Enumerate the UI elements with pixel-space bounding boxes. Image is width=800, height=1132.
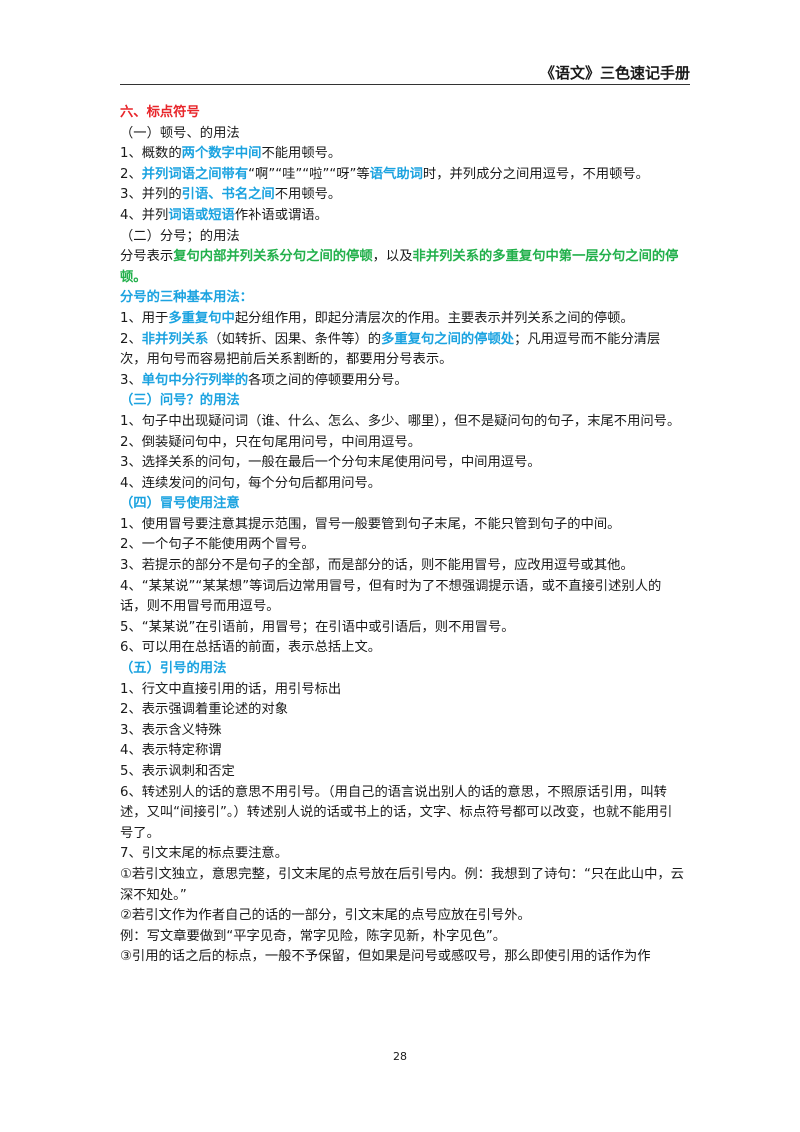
text-run: ②若引文作为作者自己的话的一部分，引文末尾的点号应放在引号外。: [120, 908, 531, 924]
text-run: 6、转述别人的话的意思不用引号。（用自己的语言说出别人的话的意思，不照原话引用，…: [120, 784, 673, 841]
text-run: 3、: [120, 372, 142, 388]
text-line: （一）顿号、的用法: [120, 124, 685, 145]
text-run: （如转折、因果、条件等）的: [208, 331, 382, 347]
text-run: （一）顿号、的用法: [120, 125, 240, 141]
text-line: 4、表示特定称谓: [120, 741, 685, 762]
text-line: 3、并列的引语、书名之间不用顿号。: [120, 185, 685, 206]
text-line: 1、行文中直接引用的话，用引号标出: [120, 680, 685, 701]
text-run: 不用顿号。: [274, 187, 342, 203]
page-number: 28: [393, 1050, 407, 1063]
header-title: 《语文》三色速记手册: [539, 64, 690, 82]
text-line: （三）问号？的用法: [120, 391, 685, 412]
text-run: 3、选择关系的问句，一般在最后一个分句末尾使用问号，中间用逗号。: [120, 455, 541, 471]
text-run: 作补语或谓语。: [234, 207, 328, 223]
text-line: （二）分号；的用法: [120, 227, 685, 248]
text-run: 3、表示含义特殊: [120, 722, 222, 738]
text-run: 1、概数的: [120, 146, 182, 162]
text-run: 4、“某某说”“某某想”等词后边常用冒号，但有时为了不想强调提示语，或不直接引述…: [120, 578, 662, 615]
text-run: 4、并列: [120, 207, 169, 223]
text-run: 复句内部并列关系分句之间的停顿: [173, 249, 373, 265]
text-run: 2、一个句子不能使用两个冒号。: [120, 537, 315, 553]
header-rule: [120, 84, 690, 85]
text-line: 3、选择关系的问句，一般在最后一个分句末尾使用问号，中间用逗号。: [120, 453, 685, 474]
text-run: 引语、书名之间: [181, 187, 275, 203]
text-run: 多重复句之间的停顿处: [381, 331, 515, 347]
text-line: ②若引文作为作者自己的话的一部分，引文末尾的点号应放在引号外。: [120, 906, 685, 927]
text-line: 3、若提示的部分不是句子的全部，而是部分的话，则不能用冒号，应改用逗号或其他。: [120, 556, 685, 577]
text-run: 分号的三种基本用法：: [120, 290, 253, 306]
text-run: 两个数字中间: [181, 146, 262, 162]
text-line: 例：写文章要做到“平字见奇，常字见险，陈字见新，朴字见色”。: [120, 927, 685, 948]
text-run: （四）冒号使用注意: [120, 496, 240, 512]
text-line: （五）引号的用法: [120, 659, 685, 680]
text-line: 2、一个句子不能使用两个冒号。: [120, 535, 685, 556]
text-line: 4、并列词语或短语作补语或谓语。: [120, 206, 685, 227]
text-run: 2、倒装疑问句中，只在句尾用问号，中间用逗号。: [120, 434, 421, 450]
text-run: 并列词语之间带有: [141, 166, 249, 182]
text-run: 1、行文中直接引用的话，用引号标出: [120, 681, 342, 697]
text-run: 2、表示强调着重论述的对象: [120, 702, 289, 718]
text-line: 2、倒装疑问句中，只在句尾用问号，中间用逗号。: [120, 433, 685, 454]
text-run: 例：写文章要做到“平字见奇，常字见险，陈字见新，朴字见色”。: [120, 928, 507, 944]
text-run: 5、“某某说”在引语前，用冒号；在引语中或引语后，则不用冒号。: [120, 619, 515, 635]
text-line: （四）冒号使用注意: [120, 494, 685, 515]
text-run: （三）问号？的用法: [120, 393, 240, 409]
text-line: 1、用于多重复句中起分组作用，即起分清层次的作用。主要表示并列关系之间的停顿。: [120, 309, 685, 330]
text-run: 7、引文末尾的标点要注意。: [120, 846, 289, 862]
text-line: 6、转述别人的话的意思不用引号。（用自己的语言说出别人的话的意思，不照原话引用，…: [120, 783, 685, 845]
text-run: 词语或短语: [168, 207, 235, 223]
text-run: 4、表示特定称谓: [120, 743, 222, 759]
text-run: 5、表示讽刺和否定: [120, 764, 235, 779]
text-line: 1、句子中出现疑问词（谁、什么、怎么、多少、哪里），但不是疑问句的句子，末尾不用…: [120, 412, 685, 433]
text-run: ；凡用逗号而不能分清层次，用句号而容易把前后关系割断的，都要用分号表示。: [120, 331, 661, 368]
text-line: 5、“某某说”在引语前，用冒号；在引语中或引语后，则不用冒号。: [120, 618, 685, 639]
text-line: 6、可以用在总括语的前面，表示总括上文。: [120, 638, 685, 659]
text-line: 2、表示强调着重论述的对象: [120, 700, 685, 721]
text-run: 1、句子中出现疑问词（谁、什么、怎么、多少、哪里），但不是疑问句的句子，末尾不用…: [120, 413, 681, 429]
text-run: 多重复句中: [168, 310, 235, 326]
text-line: 1、概数的两个数字中间不能用顿号。: [120, 144, 685, 165]
text-run: ，以及: [372, 249, 413, 265]
text-line: 分号的三种基本用法：: [120, 288, 685, 309]
text-run: 六、标点符号: [120, 105, 200, 120]
text-run: （五）引号的用法: [120, 661, 227, 677]
text-line: 2、非并列关系（如转折、因果、条件等）的多重复句之间的停顿处；凡用逗号而不能分清…: [120, 330, 685, 371]
text-run: 2、: [120, 166, 142, 182]
text-line: 4、连续发问的问句，每个分句后都用问号。: [120, 474, 685, 495]
text-run: 3、若提示的部分不是句子的全部，而是部分的话，则不能用冒号，应改用逗号或其他。: [120, 558, 634, 574]
text-run: （二）分号；的用法: [120, 228, 240, 244]
text-line: ③引用的话之后的标点，一般不予保留，但如果是问号或感叹号，那么即使引用的话作为作: [120, 947, 685, 968]
text-run: 起分组作用，即起分清层次的作用。主要表示并列关系之间的停顿。: [234, 310, 634, 326]
text-line: ①若引文独立，意思完整，引文末尾的点号放在后引号内。例：我想到了诗句：“只在此山…: [120, 865, 685, 906]
text-run: 分号表示: [120, 249, 174, 265]
text-run: 非并列关系: [141, 331, 209, 347]
text-line: 1、使用冒号要注意其提示范围，冒号一般要管到句子末尾，不能只管到句子的中间。: [120, 515, 685, 536]
text-line: 3、表示含义特殊: [120, 721, 685, 742]
text-run: 不能用顿号。: [261, 146, 342, 162]
text-line: 5、表示讽刺和否定: [120, 762, 685, 783]
text-run: 4、连续发问的问句，每个分句后都用问号。: [120, 475, 382, 491]
text-line: 2、并列词语之间带有“啊”“哇”“啦”“呀”等语气助词时，并列成分之间用逗号，不…: [120, 165, 685, 186]
text-run: 各项之间的停顿要用分号。: [248, 372, 408, 388]
text-run: ③引用的话之后的标点，一般不予保留，但如果是问号或感叹号，那么即使引用的话作为作: [120, 949, 651, 965]
text-line: 3、单句中分行列举的各项之间的停顿要用分号。: [120, 371, 685, 392]
text-run: 1、用于: [120, 310, 169, 326]
text-run: ①若引文独立，意思完整，引文末尾的点号放在后引号内。例：我想到了诗句：“只在此山…: [120, 866, 684, 903]
text-run: 单句中分行列举的: [141, 372, 249, 388]
text-line: 4、“某某说”“某某想”等词后边常用冒号，但有时为了不想强调提示语，或不直接引述…: [120, 577, 685, 618]
text-run: 1、使用冒号要注意其提示范围，冒号一般要管到句子末尾，不能只管到句子的中间。: [120, 516, 621, 532]
text-run: 非并列关系的多重复句中第一层分句之间的停顿。: [120, 249, 679, 285]
text-run: 3、并列的: [120, 187, 182, 203]
text-line: 六、标点符号: [120, 103, 685, 124]
text-run: 语气助词: [369, 166, 423, 182]
text-line: 7、引文末尾的标点要注意。: [120, 844, 685, 865]
text-line: 分号表示复句内部并列关系分句之间的停顿，以及非并列关系的多重复句中第一层分句之间…: [120, 247, 685, 288]
text-run: “啊”“哇”“啦”“呀”等: [248, 166, 370, 182]
text-run: 2、: [120, 331, 142, 347]
text-run: 时，并列成分之间用逗号，不用顿号。: [422, 166, 649, 182]
text-run: 6、可以用在总括语的前面，表示总括上文。: [120, 640, 382, 656]
